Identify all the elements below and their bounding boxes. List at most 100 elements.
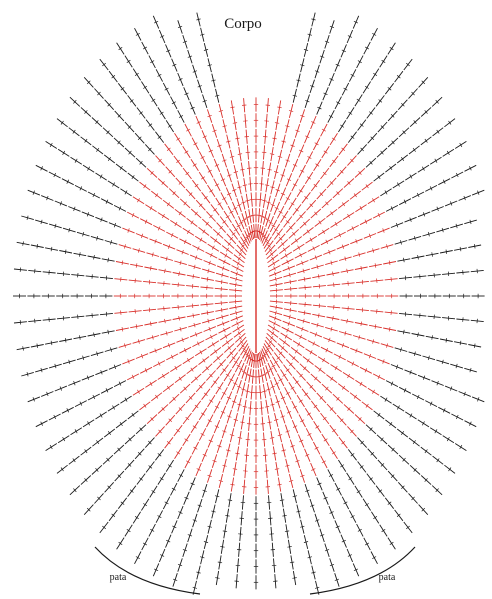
stitch-crossbar [135,516,139,519]
stitch-crossbar [193,426,197,429]
stitch-crossbar [275,469,279,470]
stitch-crossbar [108,258,109,262]
stitch-crossbar [290,308,291,312]
stitch-crossbar [318,313,319,317]
stitch-crossbar [218,562,222,563]
stitch-crossbar [291,387,295,390]
stitch-crossbar [226,374,230,377]
stitch-crossbar [342,386,345,390]
stitch-crossbar [221,308,222,312]
stitch-crossbar [316,164,320,167]
stitch-crossbar [403,330,404,334]
stitch-crossbar [248,216,252,217]
stitch-crossbar [272,332,275,336]
stitch-crossbar [240,422,244,423]
stitch-crossbar [276,283,277,287]
stitch-crossbar [245,200,249,201]
stitch-crossbar [425,449,428,453]
stitch-crossbar [307,359,310,363]
stitch-crossbar [270,438,274,439]
stitch-crossbar [152,490,156,493]
stitch-crossbar [193,274,194,278]
stitch-crossbar [167,386,170,390]
stitch-crossbar [218,387,222,390]
stitch-crossbar [291,203,295,206]
stitch-crossbar [277,484,281,485]
stitch-crossbar [94,333,95,337]
stitch-crossbar [354,193,357,197]
stitch-crossbar [203,359,206,363]
stitch-crossbar [225,515,229,516]
stitch-crossbar [179,316,180,320]
stitch-crossbar [347,319,348,323]
stitch-crossbar [167,203,170,207]
stitch-crossbar [220,547,224,548]
stitch-crossbar [207,277,208,281]
stitch-crossbar [51,341,52,345]
stitch-crossbar [94,255,95,259]
stitch-crossbar [390,422,393,426]
stitch-crossbar [285,531,289,532]
stitch-crossbar [382,60,386,63]
stitch-crossbar [235,283,236,287]
stitch-crossbar [460,341,461,345]
stitch-crossbar [270,154,274,155]
stitch-crossbar [265,406,269,407]
stitch-crossbar [260,375,264,376]
stitch-crossbar [389,327,390,331]
stitch-crossbar [152,99,156,102]
stitch-crossbar [150,266,151,270]
stitch-crossbar [418,255,419,259]
stitch-crossbar [203,230,206,234]
stitch-crossbar [136,324,137,328]
stitch-crossbar [290,280,291,284]
stitch-crossbar [280,500,284,501]
stitch-crossbar [238,438,242,439]
diagram-title: Corpo [224,16,262,32]
stitch-crossbar [243,406,247,407]
stitch-crossbar [389,261,390,265]
stitch-crossbar [382,529,386,532]
stitch-crossbar [390,166,393,170]
stitch-crossbar [155,193,158,197]
stitch-crossbar [37,244,38,248]
stitch-crossbar [418,333,419,337]
stitch-crossbar [342,203,345,207]
stitch-crossbar [474,244,475,248]
stitch-crossbar [51,247,52,251]
stitch-crossbar [272,453,276,454]
stitch-crossbar [155,395,158,399]
stitch-crossbar [262,200,266,201]
stitch-crossbar [235,453,239,454]
stitch-crossbar [304,277,305,281]
stitch-crossbar [127,529,131,532]
stitch-crossbar [150,322,151,326]
stitch-crossbar [226,216,230,219]
stitch-crossbar [238,332,241,336]
stitch-crossbar [361,266,362,270]
stitch-crossbar [283,374,287,377]
stitch-crossbar [460,247,461,251]
stitch-crossbar [446,338,447,342]
stitch-crossbar [432,252,433,256]
stitch-crossbar [282,515,286,516]
left-leg-label: pata [110,572,127,583]
stitch-crossbar [108,330,109,334]
right-leg-label: pata [379,572,396,583]
stitch-crossbar [272,257,275,261]
stitch-crossbar [120,166,123,170]
stitch-crossbar [65,338,66,342]
stitch-crossbar [347,269,348,273]
stitch-crossbar [120,422,123,426]
stitch-crossbar [307,230,310,234]
stitch-crossbar [233,123,237,124]
stitch-crossbar [262,391,266,392]
stitch-crossbar [375,324,376,328]
stitch-crossbar [260,216,264,217]
stitch-crossbar [287,547,291,548]
stitch-crossbar [238,257,241,261]
stitch-crossbar [80,252,81,256]
stitch-crossbar [238,154,242,155]
stitch-crossbar [215,578,219,579]
